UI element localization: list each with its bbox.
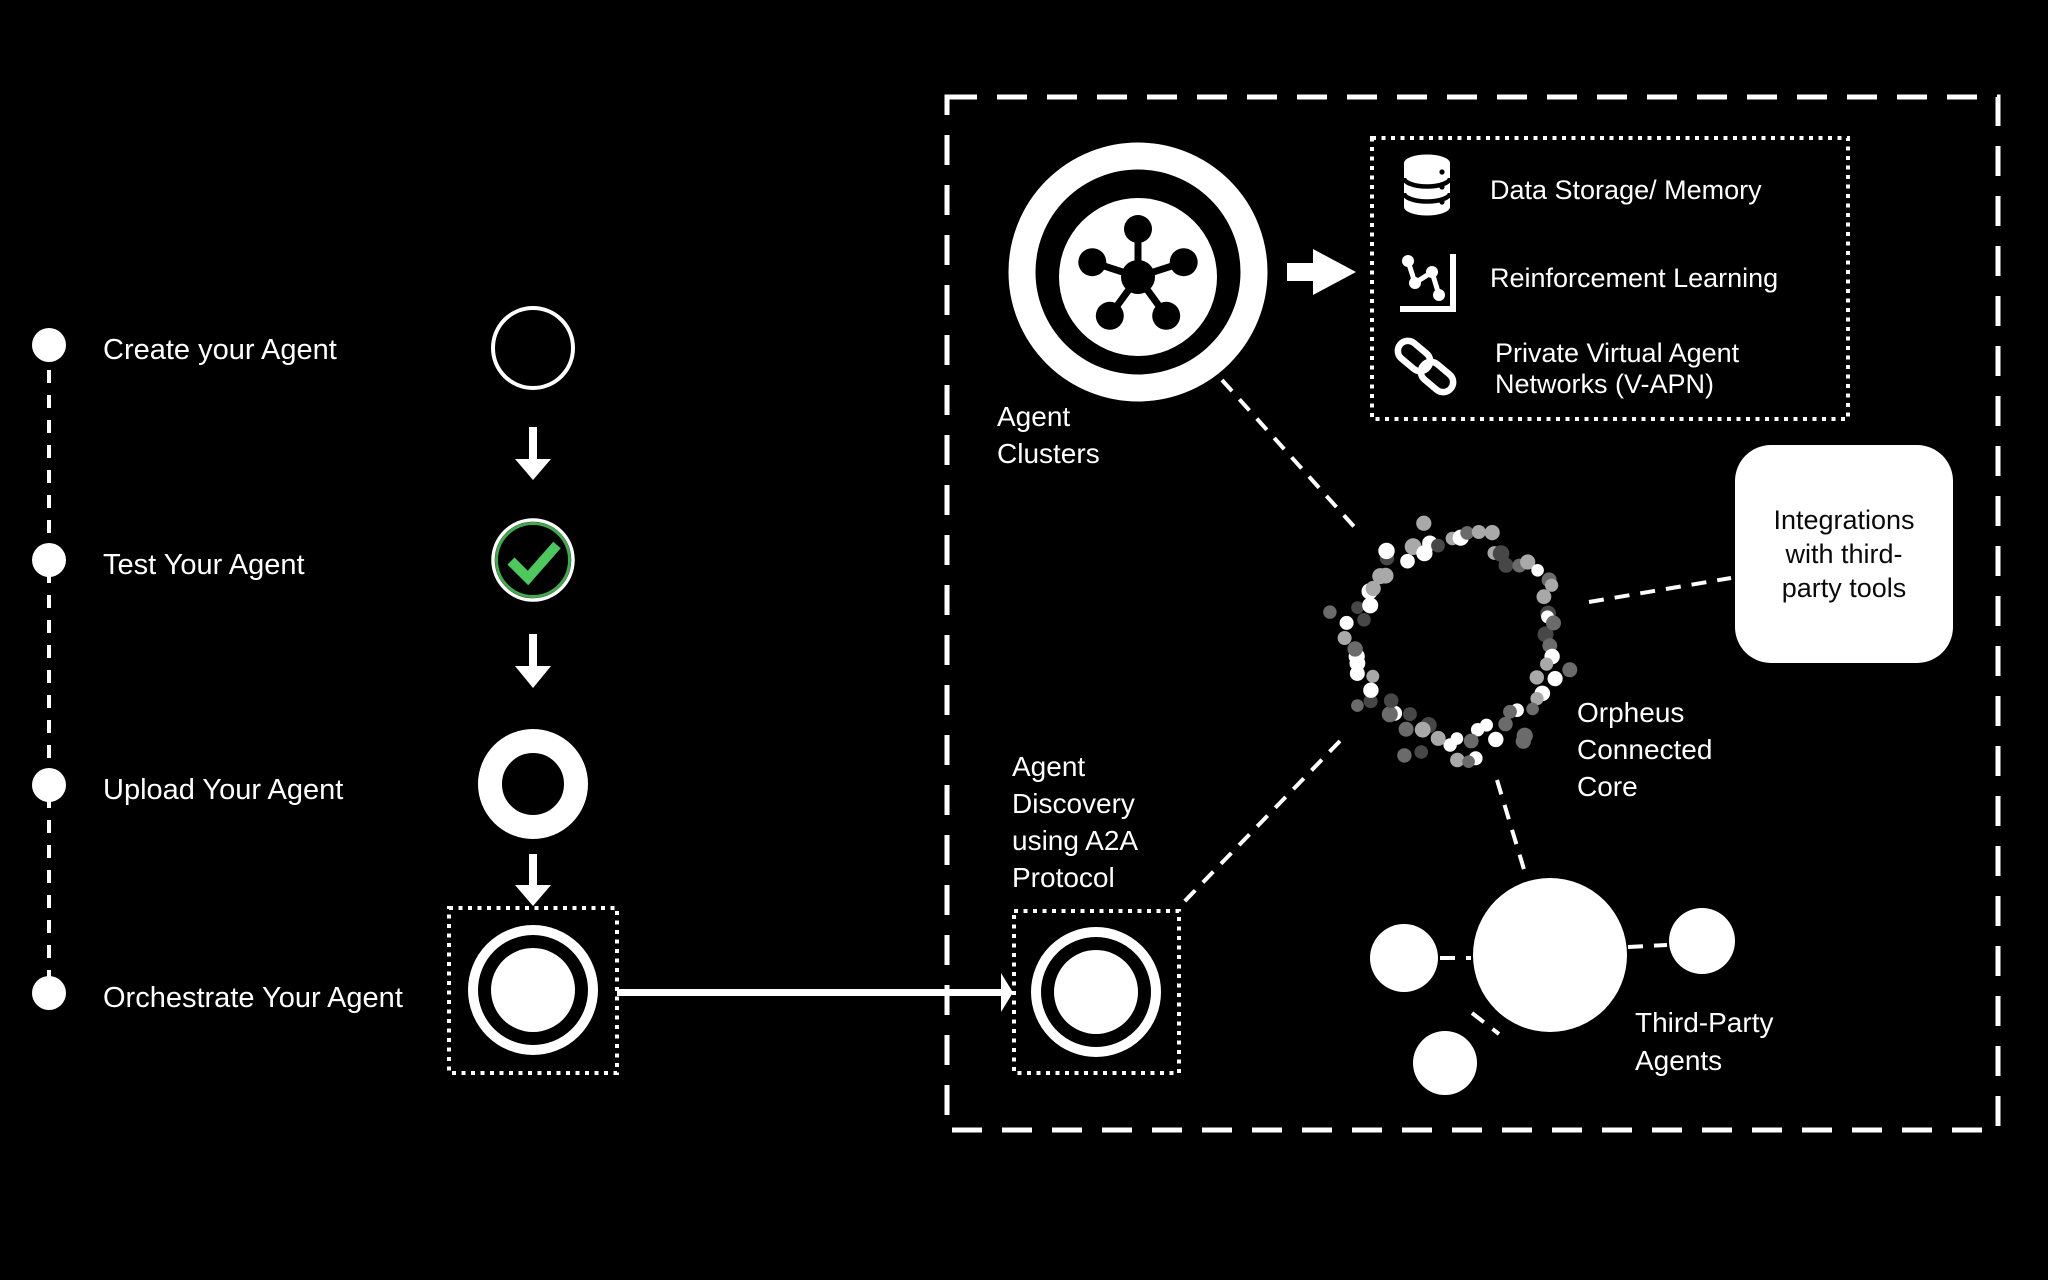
timeline-label-create: Create your Agent [103,334,337,366]
scatter-chart-icon [1400,254,1456,312]
integrations-label: Integrations with third- party tools [1773,505,1915,603]
hub-network-icon [1008,142,1268,402]
third-party-agents-label: Third-Party Agents [1635,1007,1774,1076]
integrations-card: Integrations with third- party tools [1735,445,1953,663]
discovery-dotted-box [1012,909,1181,1075]
arrow-down-icon [515,427,551,480]
target-circle-icon [1031,927,1161,1057]
connector-core-discovery [1179,739,1342,907]
timeline-dot-create [32,328,66,362]
capability-label-rl: Reinforcement Learning [1490,263,1779,293]
thirdparty-main-circle [1473,878,1627,1032]
connector-thirdparty-bottom [1470,1011,1501,1036]
connector-clusters-core [1220,378,1360,533]
target-circle-icon [468,925,598,1055]
timeline-dot-test [32,543,66,577]
arrow-right-icon [1287,249,1356,295]
timeline-dot-orchestrate [32,976,66,1010]
capabilities-dotted-box [1370,136,1850,421]
orpheus-core-dots [1323,515,1578,768]
architecture-panel-border [944,94,2001,1133]
dashed-connectors [1179,378,1732,1036]
timeline-label-upload: Upload Your Agent [103,774,344,806]
timeline-label-test: Test Your Agent [103,549,305,581]
arrow-down-icon [515,854,551,906]
orpheus-core-label: Orpheus Connected Core [1577,697,1713,802]
thirdparty-small-circle [1413,1031,1477,1095]
database-icon [1401,154,1453,216]
timeline-label-orchestrate: Orchestrate Your Agent [103,982,403,1014]
ring-icon [478,729,588,839]
capability-label-storage: Data Storage/ Memory [1490,175,1762,205]
agent-clusters-label: Agent Clusters [997,401,1100,469]
check-circle-icon [491,518,575,602]
arrow-right-connector [617,973,1013,1012]
connector-core-integrations [1588,576,1732,604]
agent-cluster-circles [1370,878,1735,1095]
agent-discovery-label: Agent Discovery using A2A Protocol [1012,751,1139,893]
connector-core-thirdparty [1495,779,1528,877]
empty-circle-icon [491,306,575,390]
capability-label-vapn: Private Virtual Agent Networks (V-APN) [1495,338,1740,399]
chain-link-icon [1394,337,1457,396]
arrow-down-icon [515,634,551,688]
timeline-dot-upload [32,768,66,802]
connector-thirdparty-right [1627,943,1668,949]
thirdparty-small-circle [1669,908,1735,974]
thirdparty-small-circle [1370,924,1438,992]
